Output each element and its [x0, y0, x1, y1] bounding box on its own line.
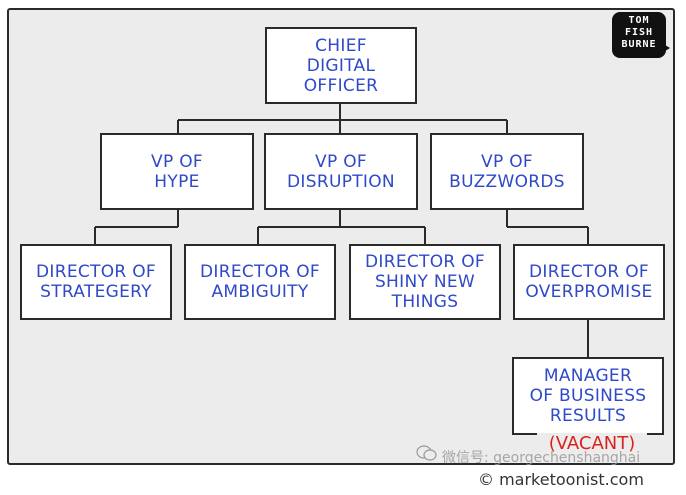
- director-ambiguity-label: DIRECTOR OF AMBIGUITY: [200, 262, 320, 302]
- director-overpromise-label: DIRECTOR OF OVERPROMISE: [525, 262, 653, 302]
- chief-digital-officer-label: CHIEF DIGITAL OFFICER: [303, 35, 379, 96]
- director-shiny-new-things-box: DIRECTOR OF SHINY NEW THINGS: [349, 244, 501, 320]
- vacant-label: (VACANT): [537, 433, 647, 455]
- vp-buzzwords-box: VP OF BUZZWORDS: [430, 133, 584, 210]
- manager-business-results-label: MANAGER OF BUSINESS RESULTS: [529, 366, 647, 426]
- tom-fishburne-logo: TOM FISH BURNE: [612, 12, 666, 58]
- wechat-icon: [416, 445, 437, 461]
- director-strategery-box: DIRECTOR OF STRATEGERY: [20, 244, 172, 320]
- logo-speech-tail: [660, 42, 670, 54]
- vp-buzzwords-label: VP OF BUZZWORDS: [449, 151, 565, 192]
- logo-line-2: FISH: [624, 27, 654, 38]
- director-overpromise-box: DIRECTOR OF OVERPROMISE: [513, 244, 665, 320]
- manager-business-results-box: MANAGER OF BUSINESS RESULTS: [512, 357, 664, 435]
- director-ambiguity-box: DIRECTOR OF AMBIGUITY: [184, 244, 336, 320]
- director-strategery-label: DIRECTOR OF STRATEGERY: [36, 262, 156, 302]
- vp-hype-label: VP OF HYPE: [151, 151, 203, 192]
- director-shiny-new-things-label: DIRECTOR OF SHINY NEW THINGS: [365, 252, 485, 312]
- vp-hype-box: VP OF HYPE: [100, 133, 254, 210]
- watermark-text: 微信号: georgechenshanghai: [442, 450, 641, 466]
- vp-disruption-box: VP OF DISRUPTION: [264, 133, 418, 210]
- logo-line-3: BURNE: [621, 39, 657, 50]
- vp-disruption-label: VP OF DISRUPTION: [287, 151, 395, 192]
- logo-line-1: TOM: [628, 15, 650, 26]
- chief-digital-officer-box: CHIEF DIGITAL OFFICER: [265, 27, 417, 104]
- marketoonist-credit: © marketoonist.com: [478, 470, 644, 489]
